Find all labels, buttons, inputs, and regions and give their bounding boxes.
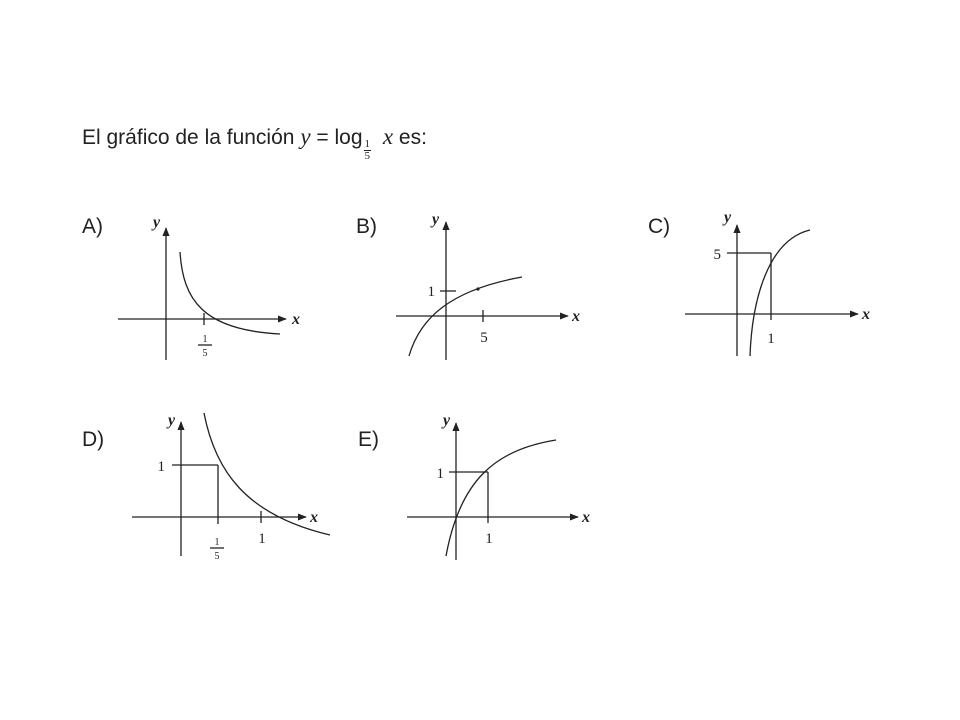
question-equals: = (316, 126, 329, 149)
option-b-letter[interactable]: B) (356, 215, 377, 238)
graph-d-x-label: x (309, 509, 318, 526)
graph-d-curve (203, 412, 331, 536)
graph-b-point (476, 287, 480, 291)
question-suffix: es: (398, 126, 427, 149)
graph-option-c[interactable] (685, 224, 859, 357)
graph-option-d[interactable] (132, 412, 331, 556)
graph-d-x-tick-label: 1 (258, 531, 266, 547)
graph-d-y-label: y (166, 412, 176, 429)
option-a-letter[interactable]: A) (82, 215, 103, 238)
option-e-letter[interactable]: E) (358, 428, 379, 451)
graph-e-x-label: x (581, 509, 590, 526)
graph-b-x-tick-label: 5 (480, 330, 488, 346)
log-base-denominator: 5 (364, 150, 371, 162)
graph-c-x-tick-label: 1 (767, 331, 775, 347)
graph-c-curve (749, 229, 811, 357)
graph-b-y-label: y (430, 211, 440, 228)
graph-b-x-label: x (571, 308, 580, 325)
graph-a-fraction-denominator: 5 (203, 348, 208, 359)
option-c-letter[interactable]: C) (648, 215, 671, 238)
graph-e-curve (445, 439, 557, 557)
graph-a-fraction-numerator: 1 (203, 334, 208, 345)
graph-option-e[interactable] (407, 422, 579, 560)
option-d-letter[interactable]: D) (82, 428, 105, 451)
graph-a-y-label: y (151, 214, 161, 231)
graph-d-fraction-denominator: 5 (215, 551, 220, 562)
graph-d-fraction-numerator: 1 (215, 537, 220, 548)
graph-e-y-label: y (441, 412, 451, 429)
question-x-variable: x (382, 124, 394, 149)
graph-c-y-tick-label: 5 (714, 247, 722, 263)
graph-e-x-tick-label: 1 (485, 531, 493, 547)
question-log: log (334, 126, 363, 149)
graph-option-a[interactable] (118, 227, 287, 360)
graph-a-curve (179, 251, 281, 335)
graph-e-y-tick-label: 1 (437, 466, 445, 482)
question-y-variable: y (300, 124, 311, 149)
graph-b-curve (408, 276, 523, 357)
graph-c-x-label: x (861, 306, 870, 323)
graph-d-y-tick-label: 1 (158, 459, 166, 475)
question-prefix: El gráfico de la función (82, 126, 295, 149)
log-base-numerator: 1 (363, 138, 372, 151)
graph-c-y-label: y (722, 209, 732, 226)
graph-b-y-tick-label: 1 (428, 284, 436, 300)
graph-option-b[interactable] (396, 221, 569, 360)
graph-a-x-label: x (291, 311, 300, 328)
